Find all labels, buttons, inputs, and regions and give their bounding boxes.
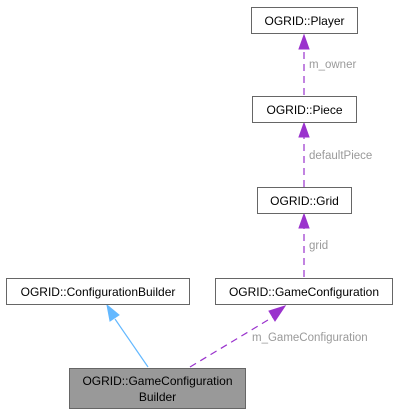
- edge-inheritance-builder-to-configbuilder: [106, 303, 149, 368]
- node-label: OGRID::GameConfiguration: [229, 285, 379, 299]
- edge-builder-to-gameconfig: m_GameConfiguration: [189, 305, 368, 368]
- node-box: [215, 278, 393, 305]
- edge-piece-to-player: m_owner: [298, 33, 356, 95]
- arrowhead: [106, 303, 120, 322]
- node-label: OGRID::Player: [264, 14, 344, 28]
- node-box: [252, 96, 357, 123]
- node-label: OGRID::ConfigurationBuilder: [21, 285, 176, 299]
- edge-gameconfig-to-grid: grid: [298, 212, 328, 277]
- node-box: [6, 278, 190, 305]
- edge-line: [189, 316, 274, 368]
- arrowhead: [298, 33, 310, 50]
- node-box: [69, 368, 246, 409]
- node-game-configuration-builder[interactable]: OGRID::GameConfiguration Builder: [69, 368, 246, 409]
- node-game-configuration[interactable]: OGRID::GameConfiguration: [215, 278, 393, 305]
- arrowhead: [298, 121, 310, 138]
- node-label: OGRID::Piece: [266, 103, 342, 117]
- edge-label-grid: grid: [309, 240, 328, 252]
- edge-label-m-gameconfiguration: m_GameConfiguration: [252, 332, 368, 344]
- node-configuration-builder[interactable]: OGRID::ConfigurationBuilder: [6, 278, 190, 305]
- node-box: [251, 7, 358, 34]
- node-label-line1: OGRID::GameConfiguration: [82, 374, 232, 388]
- node-grid[interactable]: OGRID::Grid: [257, 187, 352, 214]
- node-player[interactable]: OGRID::Player: [251, 7, 358, 34]
- edge-label-defaultpiece: defaultPiece: [309, 150, 372, 162]
- node-box: [257, 187, 352, 214]
- edge-label-m-owner: m_owner: [309, 59, 356, 71]
- node-piece[interactable]: OGRID::Piece: [252, 96, 357, 123]
- node-label-line2: Builder: [139, 390, 176, 404]
- edge-grid-to-piece: defaultPiece: [298, 121, 372, 187]
- edge-line: [114, 318, 149, 368]
- node-label: OGRID::Grid: [270, 194, 339, 208]
- arrowhead: [298, 212, 310, 229]
- arrowhead: [268, 305, 287, 322]
